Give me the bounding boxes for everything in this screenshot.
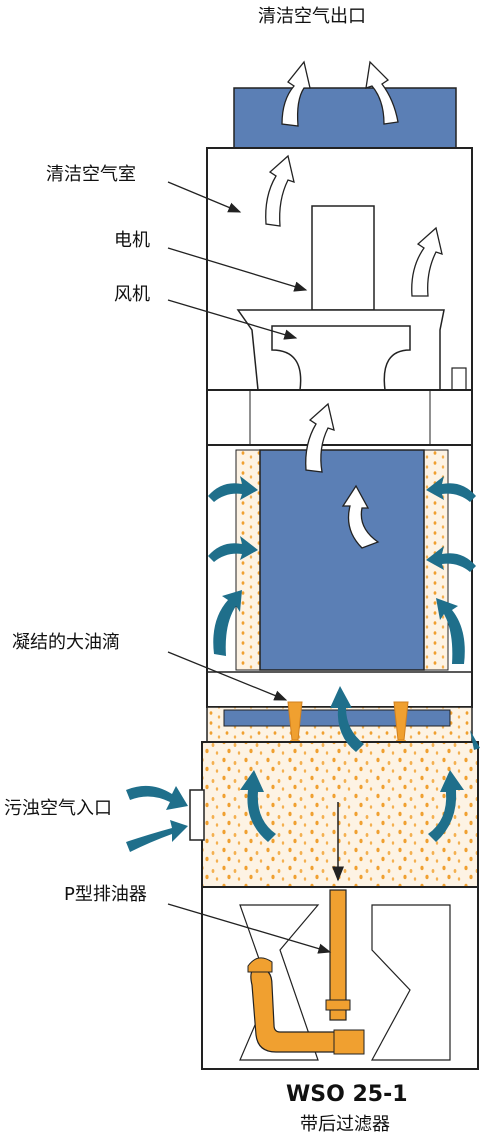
main-filter-cartridge xyxy=(259,449,425,671)
teal-arrow-inlet-2 xyxy=(126,820,188,852)
leader-clean-chamber xyxy=(167,181,242,213)
teal-arrow-right-3 xyxy=(436,598,465,664)
stand-brace-right xyxy=(370,904,451,1061)
white-arrow-outlet-2 xyxy=(365,60,399,125)
leader-motor xyxy=(167,247,308,292)
label-oil-droplets: 凝结的大油滴 xyxy=(12,632,120,653)
motor-box xyxy=(311,205,375,311)
model-subtitle: 带后过滤器 xyxy=(300,1114,390,1135)
sensor-box xyxy=(451,367,467,391)
label-clean-chamber: 清洁空气室 xyxy=(46,164,136,185)
inlet-flange xyxy=(189,789,205,841)
teal-arrow-left-2 xyxy=(208,536,258,562)
white-arrow-mid xyxy=(305,402,335,473)
prefilter-chamber xyxy=(201,741,479,888)
p-trap-cap xyxy=(247,957,273,973)
teal-arrow-right-2 xyxy=(426,546,476,572)
teal-arrow-chamber-left xyxy=(240,770,276,842)
white-arrow-chamber-2 xyxy=(411,226,443,297)
label-p-trap: P型排油器 xyxy=(64,884,147,905)
white-arrow-chamber-1 xyxy=(265,154,295,227)
leader-p-trap xyxy=(167,903,332,954)
leader-fan xyxy=(167,299,298,340)
leader-oil-droplets xyxy=(167,651,288,701)
outlet-filter-box xyxy=(233,87,457,149)
droplet-tray xyxy=(223,709,451,727)
mid-band xyxy=(206,389,473,446)
teal-arrow-right-1 xyxy=(426,476,476,502)
label-dirty-inlet: 污浊空气入口 xyxy=(4,798,112,819)
teal-arrow-edge-right xyxy=(470,730,480,750)
model-name: WSO 25-1 xyxy=(286,1082,408,1107)
p-trap-valve xyxy=(333,1029,365,1055)
teal-arrow-center xyxy=(330,686,364,752)
teal-arrow-left-3 xyxy=(213,590,242,656)
teal-arrow-left-1 xyxy=(208,476,258,502)
white-arrow-filter xyxy=(341,484,380,549)
teal-arrow-inlet-1 xyxy=(126,785,188,810)
white-arrow-outlet-1 xyxy=(281,60,311,127)
drain-pipe xyxy=(329,889,347,1021)
label-clean-outlet: 清洁空气出口 xyxy=(258,6,366,27)
drain-pipe-coupling xyxy=(325,999,351,1011)
label-fan: 风机 xyxy=(114,284,150,305)
label-motor: 电机 xyxy=(114,230,150,251)
teal-arrow-chamber-right xyxy=(428,770,464,842)
